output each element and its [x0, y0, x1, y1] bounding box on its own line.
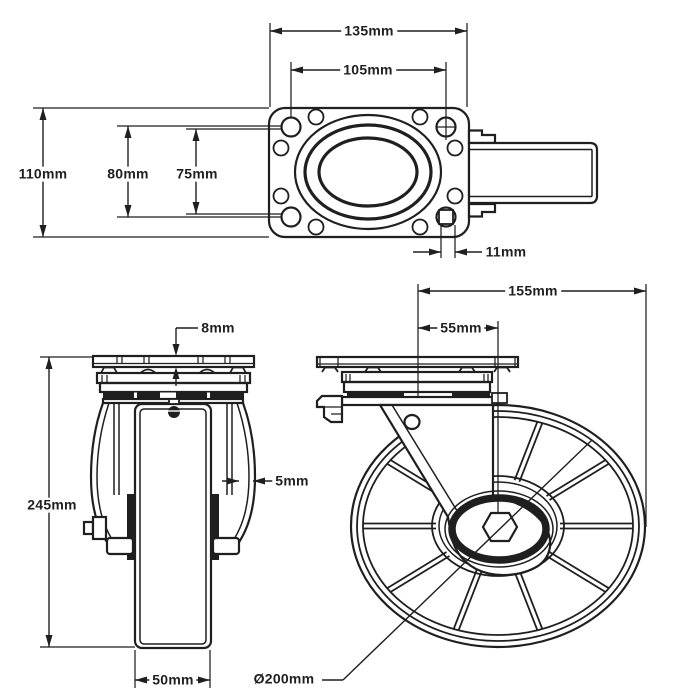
dim-label-plate-thickness: 8mm — [198, 320, 238, 336]
dim-label-bolt-pitch-inner: 75mm — [173, 166, 221, 182]
wheel-top-outline — [467, 141, 599, 205]
swivel-race-inner — [317, 136, 419, 208]
bolt-nut — [438, 209, 454, 225]
hub-ring — [448, 494, 550, 564]
dim-label-wheel-diameter: Ø200mm — [250, 671, 318, 687]
fork-tab-bottom — [467, 202, 497, 218]
side-view — [315, 284, 647, 681]
front-view — [40, 327, 276, 688]
wheel-front — [133, 402, 213, 650]
bolt-hole — [280, 206, 302, 228]
dim-label-overall-width: 135mm — [341, 23, 397, 39]
small-hole — [272, 139, 290, 157]
dim-label-hole-diameter: 11mm — [482, 244, 530, 260]
small-hole — [411, 108, 429, 126]
small-hole — [307, 108, 325, 126]
axle-bolt — [82, 520, 95, 536]
small-hole — [446, 187, 464, 205]
dim-label-bolt-pitch-outer: 80mm — [104, 166, 152, 182]
bolt-hole — [280, 116, 302, 138]
small-hole — [307, 218, 325, 236]
small-hole — [446, 139, 464, 157]
fork-foot — [105, 536, 135, 556]
tread-edge — [127, 494, 135, 560]
swivel-housing-side — [340, 370, 494, 384]
fork-leg-right — [233, 402, 257, 550]
top-plate-front — [91, 354, 256, 369]
brake-bracket — [315, 394, 344, 424]
dim-label-overall-depth: 110mm — [15, 166, 71, 182]
dim-label-overall-length: 155mm — [505, 283, 561, 299]
dim-label-bolt-pitch-width: 105mm — [340, 62, 396, 78]
fork-foot — [211, 536, 241, 556]
fork-crown-side — [340, 395, 499, 407]
swivel-race-middle — [303, 123, 433, 221]
dim-label-swivel-offset: 55mm — [437, 320, 485, 336]
dim-label-overall-height: 245mm — [24, 497, 80, 513]
dim-label-wheel-width: 50mm — [149, 672, 197, 688]
bolt-hole — [435, 206, 457, 228]
grease-nipple — [168, 398, 180, 405]
small-hole — [272, 187, 290, 205]
small-hole — [411, 218, 429, 236]
dim-label-bracket-thickness: 5mm — [272, 473, 312, 489]
tread-edge — [211, 494, 219, 560]
top-view — [33, 23, 599, 258]
fork-hole — [403, 413, 421, 431]
swivel-race-outer — [293, 113, 443, 231]
fork-tab-top — [467, 129, 497, 145]
hub-ring-outer — [444, 490, 554, 568]
